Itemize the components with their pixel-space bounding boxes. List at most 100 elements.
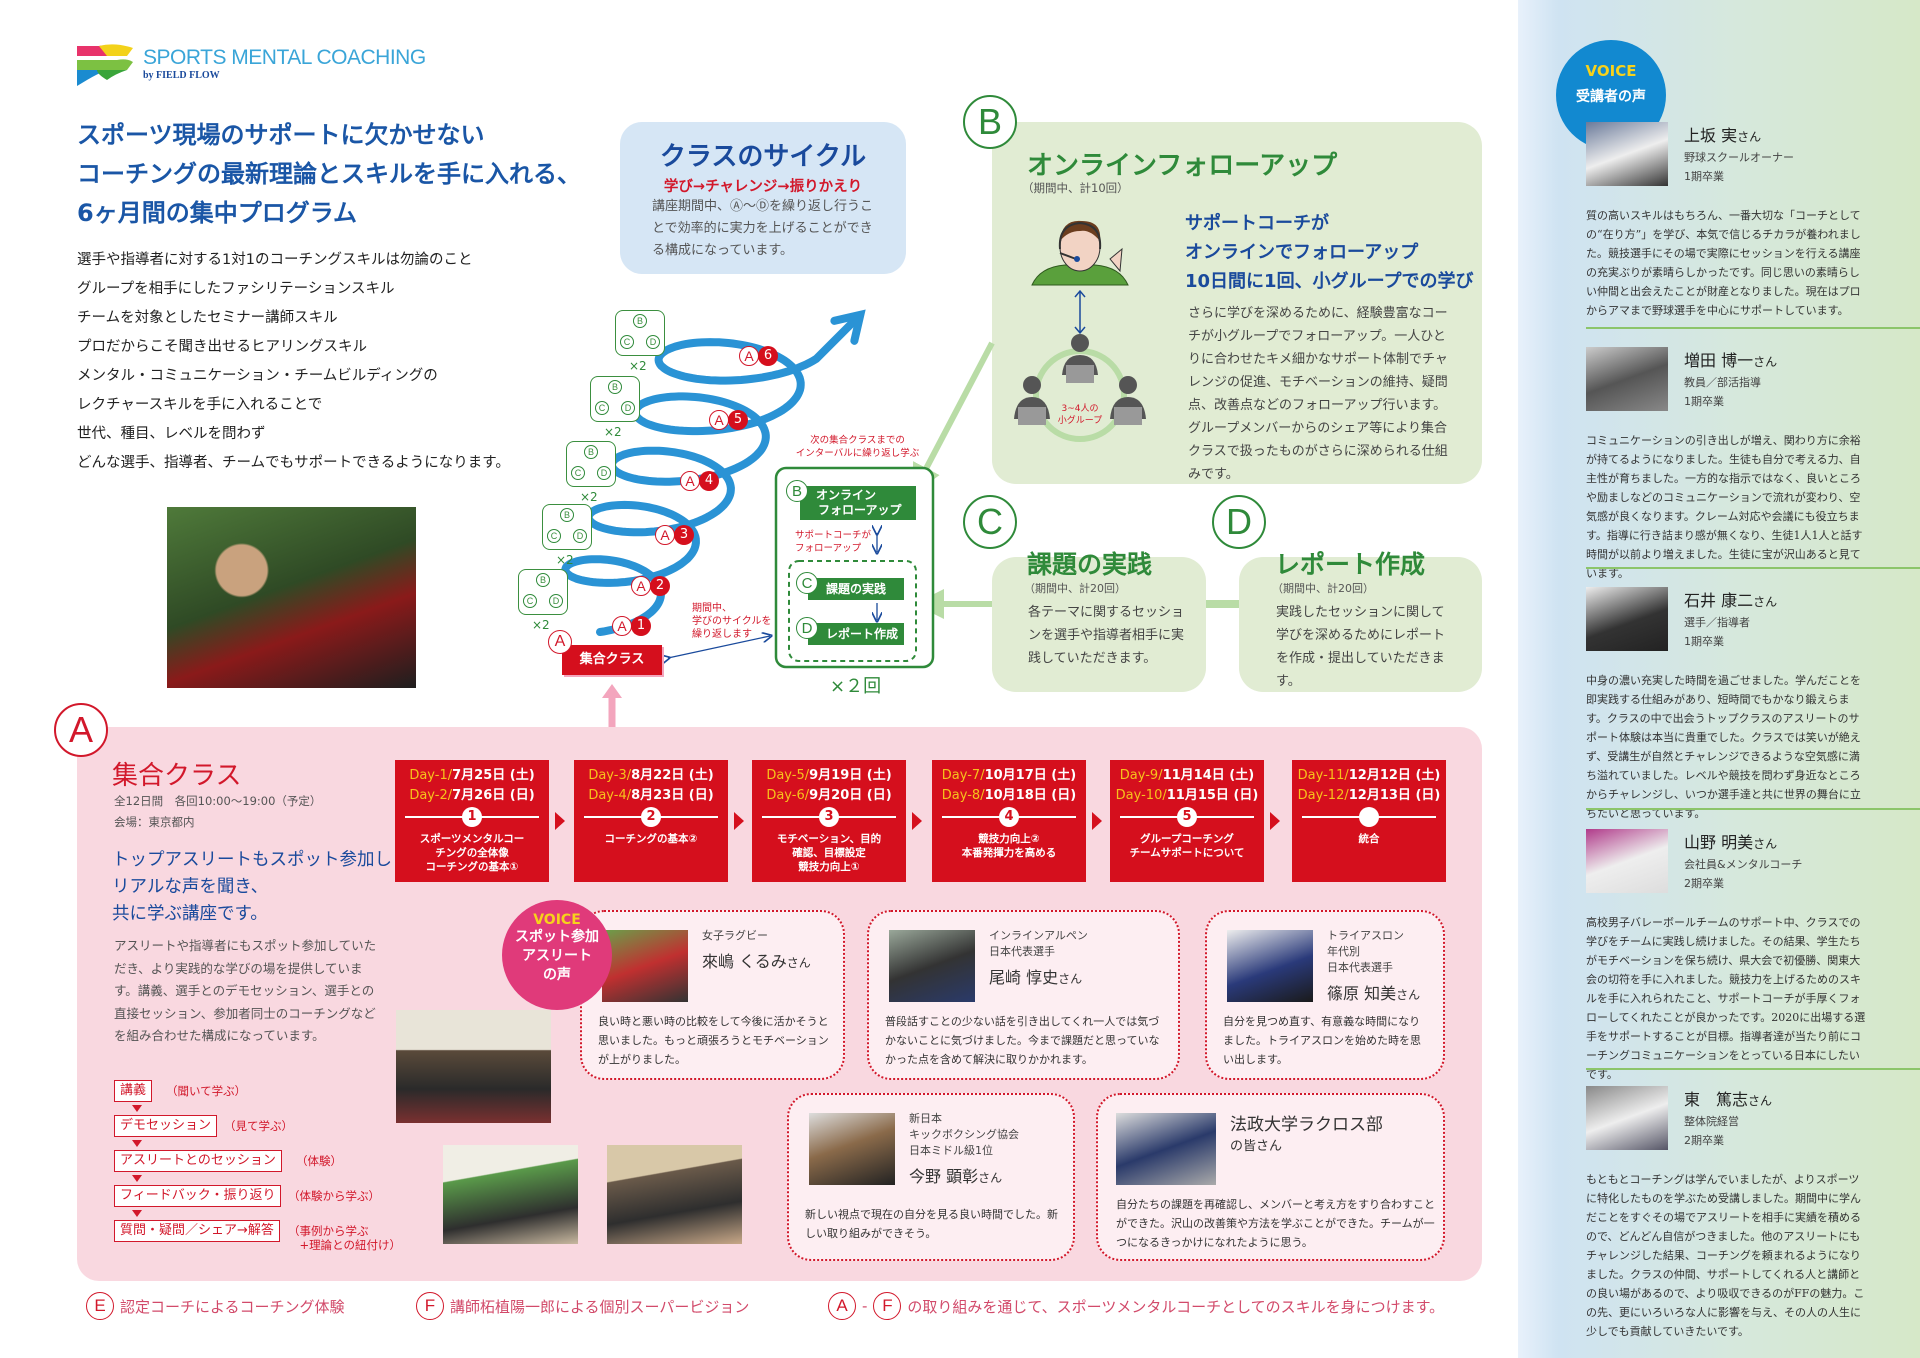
next-arrow-icon	[1270, 812, 1280, 830]
cycle-note-line: 繰り返します	[692, 629, 752, 640]
report-period: （期間中、計20回）	[1272, 582, 1374, 595]
pink-up-arrowhead	[602, 684, 622, 698]
section-b-badge: B	[963, 95, 1017, 149]
b-letter-badge: B	[786, 480, 808, 502]
group-members-icon	[1014, 334, 1146, 425]
participant-cohort: 1期卒業	[1684, 395, 1724, 408]
honorific: さん	[1058, 972, 1083, 986]
athlete-info: インラインアルペン日本代表選手尾崎 惇史さん	[989, 928, 1088, 988]
participant-voices-sidebar	[1518, 0, 1920, 1358]
section-c-badge: C	[963, 495, 1017, 549]
session-date: Day-11/12月12日 (土)	[1292, 766, 1446, 786]
day-date: 8月23日 (日)	[631, 788, 714, 803]
mini-cycle-step: B	[633, 314, 647, 328]
marker-letter: A	[631, 576, 651, 596]
mini-cycle-step: D	[621, 401, 635, 415]
divider	[1586, 327, 1920, 329]
session-topic: モチベーション、目的確認、目標設定競技力向上①	[760, 832, 898, 874]
flow-down-arrow-icon	[132, 1210, 142, 1217]
session-topic-line: グループコーチング	[1140, 833, 1234, 845]
class-letter-badge: A	[548, 630, 572, 654]
honorific: さん	[1748, 1094, 1773, 1108]
athlete-comment: 自分たちの課題を再確認し、メンバーと考え方をすり合わすことができた。沢山の改善策…	[1116, 1198, 1435, 1249]
mini-cycle-step: D	[646, 335, 660, 349]
athlete-info: トライアスロン年代別日本代表選手篠原 知美さん	[1327, 928, 1420, 1004]
athlete-name-text: 今野 顕彰	[909, 1167, 979, 1186]
flow-step: デモセッション	[114, 1115, 218, 1137]
cycle-note-line: 期間中、	[692, 603, 732, 614]
athlete-affiliation: インラインアルペン	[989, 929, 1088, 942]
athlete-photo	[602, 930, 688, 1002]
spot-voice-badge-line: アスリート	[522, 948, 592, 964]
headline-line: コーチングの最新理論とスキルを手に入れる、	[77, 160, 581, 188]
session-date: Day-9/11月14日 (土)	[1110, 766, 1264, 786]
participant-name-text: 山野 明美	[1684, 833, 1754, 852]
athlete-affiliation: の皆さん	[1230, 1139, 1283, 1154]
marker-letter: A	[612, 616, 632, 636]
support-note-line: サポートコーチが	[795, 530, 872, 541]
next-arrow-icon	[912, 812, 922, 830]
class-lead: トップアスリートもスポット参加し リアルな声を聞き、 共に学ぶ講座です。	[112, 847, 392, 928]
cycle-text: 講座期間中、Ⓐ～Ⓓを繰り返し行うことで効率的に実力を上げることができる構成になっ…	[652, 199, 874, 258]
athlete-affiliation: 日本ミドル級1位	[909, 1144, 993, 1157]
session-topic-line: チングの全体像	[435, 847, 509, 859]
practice-period: （期間中、計20回）	[1024, 582, 1126, 595]
group-label: 3~4人の	[1062, 403, 1099, 414]
participant-role: 会社員&メンタルコーチ	[1684, 858, 1803, 871]
divider	[1586, 1068, 1920, 1070]
participant-cohort: 1期卒業	[1684, 170, 1724, 183]
day-number: Day-9/	[1119, 768, 1163, 783]
spot-voice-badge-line: スポット参加	[515, 929, 599, 945]
day-number: Day-5/	[766, 768, 810, 783]
session-date: Day-8/10月18日 (日)	[932, 786, 1086, 806]
repeat-count: ×2	[556, 553, 574, 567]
flow-note: （聞いて学ぶ）	[166, 1084, 247, 1098]
session-topic-line: コーチングの基本②	[604, 833, 698, 845]
day-date: 11月15日 (日)	[1166, 788, 1259, 803]
session-topic-line: 競技力向上②	[978, 833, 1040, 845]
flow-note: （体験から学ぶ）	[288, 1189, 380, 1203]
athlete-affiliation: キックボクシング協会	[909, 1128, 1019, 1141]
session-number: 1	[462, 807, 482, 827]
session-topic-line: 統合	[1358, 833, 1380, 845]
divider	[1586, 808, 1920, 810]
honorific: さん	[1737, 130, 1762, 144]
session-topic-line: 確認、目標設定	[792, 847, 866, 859]
interval-note: 次の集合クラスまでのインターバルに繰り返し学ぶ	[795, 434, 920, 460]
session-date: Day-6/9月20日 (日)	[752, 786, 906, 806]
voice-badge-jp: 受講者の声	[1576, 89, 1646, 105]
flow-note: （体験）	[296, 1154, 342, 1168]
mini-cycle-step: B	[560, 508, 574, 522]
athlete-comment: 良い時と悪い時の比較をして今後に活かそうと思いました。もっと頑張ろうとモチベーシ…	[598, 1015, 829, 1066]
day-number: Day-1/	[409, 768, 453, 783]
spot-voice-badge: VOICE スポット参加 アスリート の声	[502, 900, 612, 1010]
footer-letter-badge: E	[86, 1292, 114, 1320]
honorific: さん	[1753, 595, 1778, 609]
athlete-testimonial: トライアスロン年代別日本代表選手篠原 知美さん自分を見つめ直す、有意義な時間にな…	[1205, 910, 1445, 1080]
workshop-photo-2	[607, 1145, 742, 1244]
divider	[1586, 567, 1920, 569]
repeat-count: ×2	[580, 490, 598, 504]
repeat-count: ×2	[604, 425, 622, 439]
connector-b-arrow	[912, 341, 995, 495]
report-text: 実践したセッションに関して学びを深めるためにレポートを作成・提出していただきます…	[1276, 605, 1446, 689]
online-followup-label: オンラインフォローアップ	[800, 486, 916, 520]
day-date: 9月20日 (日)	[809, 788, 892, 803]
athlete-photo	[1116, 1113, 1216, 1185]
headline-line: 6ヶ月間の集中プログラム	[77, 199, 357, 227]
participant-cohort: 2期卒業	[1684, 877, 1724, 890]
skill-line: メンタル・コミュニケーション・チームビルディングの	[77, 368, 438, 384]
section-d-badge: D	[1212, 495, 1266, 549]
mini-cycle-step: C	[620, 335, 634, 349]
spot-voice-badge-line: の声	[543, 967, 571, 983]
flow-step: アスリートとのセッション	[114, 1150, 282, 1172]
session-date: Day-5/9月19日 (土)	[752, 766, 906, 786]
athlete-photo	[889, 930, 975, 1002]
athlete-comment: 新しい視点で現在の自分を見る良い時間でした。新しい取り組みができそう。	[805, 1208, 1058, 1240]
skill-line: レクチャースキルを手に入れることで	[77, 397, 323, 413]
marker-number: 3	[674, 525, 694, 545]
